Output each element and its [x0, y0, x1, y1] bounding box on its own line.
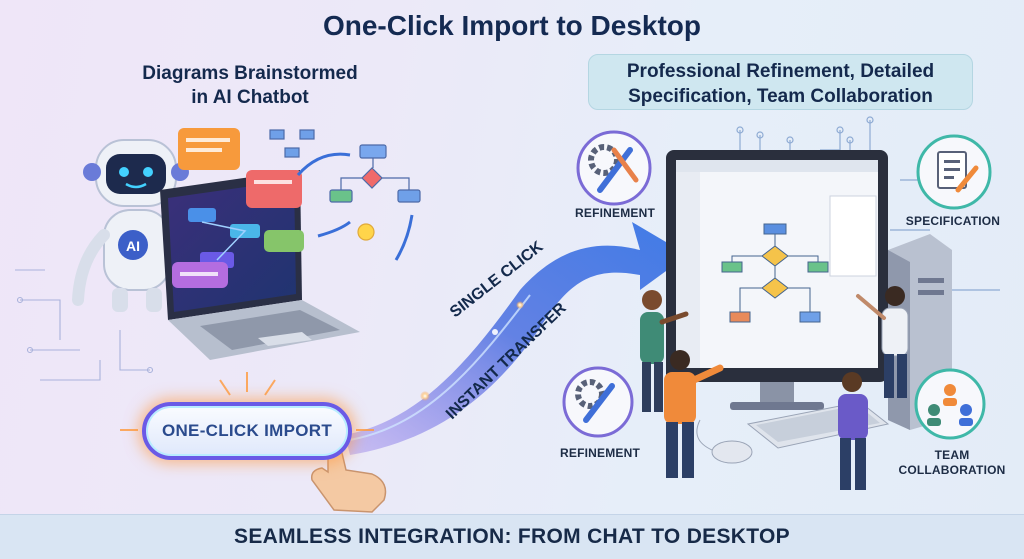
- left-heading: Diagrams Brainstormed in AI Chatbot: [105, 62, 395, 110]
- one-click-import-button[interactable]: ONE-CLICK IMPORT: [142, 402, 352, 460]
- right-heading-line-1: Professional Refinement, Detailed: [626, 61, 935, 82]
- refinement-icon-bottom: [562, 366, 634, 438]
- flow-ribbon: [345, 222, 688, 455]
- specification-label: SPECIFICATION: [905, 214, 1001, 228]
- floating-flowchart: [269, 129, 421, 261]
- team-collaboration-icon: [914, 368, 986, 440]
- person-man-right: [838, 372, 868, 490]
- team-collaboration-label-line-2: COLLABORATION: [898, 463, 1006, 477]
- right-heading-line-2: Specification, Team Collaboration: [628, 86, 933, 107]
- robot-badge-text: AI: [126, 238, 140, 254]
- circuit-lines-left: [15, 269, 154, 381]
- left-heading-line-2: in AI Chatbot: [191, 87, 309, 108]
- refinement-icon: [576, 130, 652, 206]
- robot-illustration: AI: [72, 139, 211, 312]
- left-heading-line-1: Diagrams Brainstormed: [142, 63, 358, 84]
- person-woman-right: [856, 286, 909, 398]
- person-woman-left: [640, 290, 689, 412]
- specification-icon: [916, 134, 992, 210]
- desktop-monitor: [666, 150, 888, 410]
- refinement-label-bottom: REFINEMENT: [560, 446, 640, 460]
- refinement-label-top: REFINEMENT: [575, 206, 655, 220]
- mouse: [711, 440, 753, 464]
- page-title: One-Click Import to Desktop: [322, 10, 702, 41]
- one-click-import-label: ONE-CLICK IMPORT: [161, 421, 333, 440]
- footer-tagline: SEAMLESS INTEGRATION: FROM CHAT TO DESKT…: [234, 525, 790, 548]
- right-heading-callout: Professional Refinement, Detailed Specif…: [588, 54, 973, 110]
- team-collaboration-label: TEAM COLLABORATION: [890, 448, 1014, 478]
- chat-bubbles: [172, 128, 304, 288]
- team-collaboration-label-line-1: TEAM: [934, 448, 970, 462]
- footer-bar: [0, 514, 1024, 559]
- button-sparkle: [120, 372, 374, 431]
- person-man-center: [664, 350, 724, 478]
